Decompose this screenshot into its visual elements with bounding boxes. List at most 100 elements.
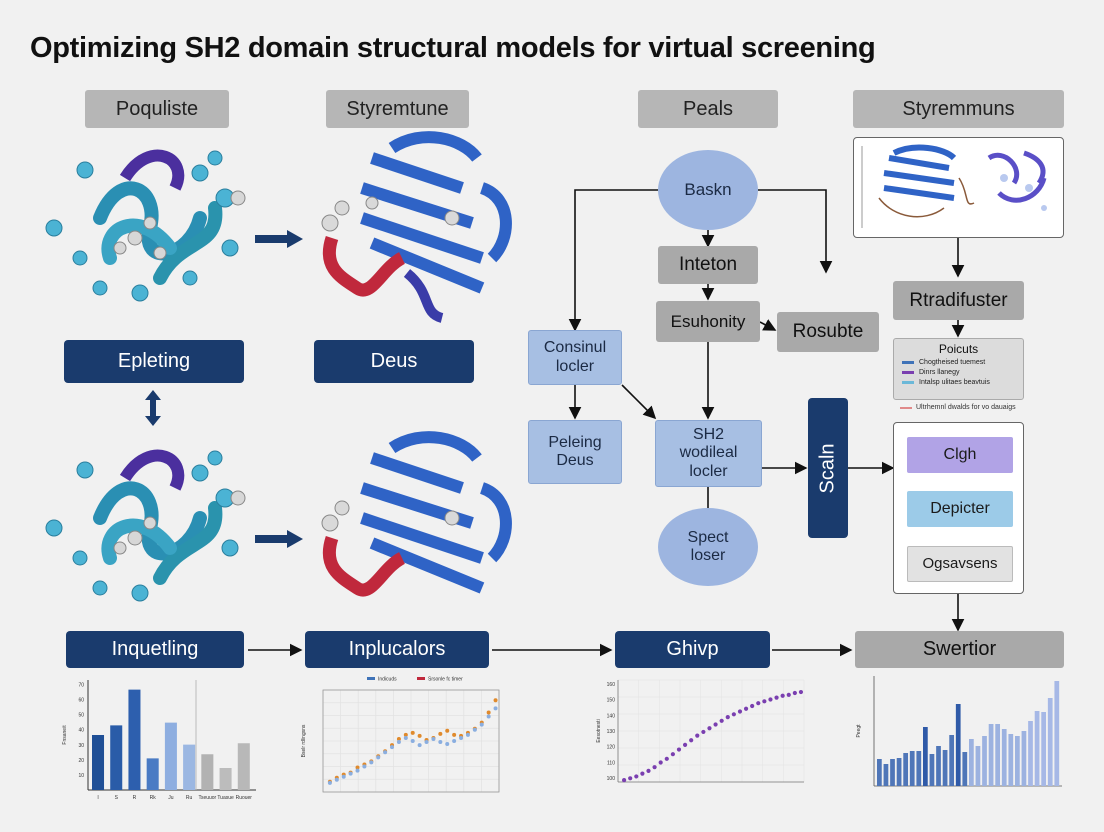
chart4-bar: [923, 727, 928, 786]
chart1-xtick: I: [97, 795, 98, 801]
chart4-bar: [955, 704, 961, 786]
rosubte-node: Rosubte: [777, 312, 879, 352]
protein-structure-top-left: [45, 149, 246, 302]
chart3-point: [652, 765, 657, 770]
chart4-bar: [877, 759, 882, 786]
chart4-bar: [890, 759, 895, 786]
chart4-bar: [916, 751, 922, 786]
chart2-point: [452, 739, 457, 743]
peleing-line-2: Deus: [556, 452, 594, 469]
chart4-bar: [1034, 711, 1040, 786]
chart4-bar: [929, 754, 935, 786]
chart3-point: [768, 697, 773, 702]
chart1-xtick: Ruouer: [236, 795, 253, 801]
chart3-point: [750, 703, 755, 709]
baskn-node: Baskn: [658, 150, 758, 230]
legend-swatch-blue: [902, 361, 914, 364]
chart2-point: [403, 735, 408, 740]
chart2-point: [383, 750, 388, 755]
chart4-bar: [896, 758, 902, 786]
structure-comparison-panel: [853, 137, 1064, 238]
chart3-point: [707, 726, 712, 731]
chart1-xtick: Ju: [168, 795, 174, 801]
chart4-bar: [1041, 712, 1047, 786]
chart2-point: [472, 727, 477, 732]
chart3-point: [774, 695, 779, 700]
chart2-point: [417, 733, 422, 738]
chart4-bar: [909, 751, 915, 786]
chart2-point: [486, 710, 491, 715]
swertior-box: Swertior: [855, 631, 1064, 668]
chart2-point: [438, 731, 443, 736]
chart2-point: [376, 755, 381, 760]
chart4-bar: [1047, 698, 1053, 786]
chart3-point: [725, 714, 730, 720]
chart4-bar: [975, 746, 981, 786]
chart1-bar: [164, 722, 177, 790]
chart3-point: [689, 738, 694, 743]
chart1-bar: [237, 743, 250, 790]
protein-structure-bottom-left: [45, 449, 246, 602]
legend-item-1-label: Chogtheised tuemest: [919, 359, 986, 366]
chart3-point: [676, 747, 682, 752]
header-peals: Peals: [638, 90, 778, 128]
chart3-ytick: 100: [607, 776, 616, 782]
structure-comparison-image: [861, 144, 1047, 228]
chart3-ytick: 120: [607, 745, 616, 751]
chart2-point: [348, 771, 353, 776]
chart2-legend-swatch-1: [367, 677, 375, 680]
chart2-point: [493, 706, 498, 711]
chart4-bar: [1021, 731, 1027, 786]
legend-footer-label: Ultrhemnl dwalds for vo dauaigs: [916, 404, 1016, 411]
chart2-point: [396, 736, 401, 741]
chart1-bar: [183, 744, 196, 790]
chart3-point: [640, 771, 645, 776]
chart4-ylabel: Peegt: [856, 724, 862, 738]
legend-footer: Ultrhemnl dwalds for vo dauaigs: [900, 404, 1016, 411]
chart2-point: [438, 740, 443, 745]
scaln-label: Scaln: [816, 442, 839, 494]
chart2-legend-swatch-2: [417, 677, 425, 680]
chart3-point: [786, 692, 791, 697]
chart2-point: [431, 736, 436, 741]
chart4-bar: [1001, 729, 1007, 786]
legend-item-3: Intalsp ulitaes beavtuis: [902, 379, 1015, 386]
chart3-ytick: 160: [607, 682, 616, 688]
chart1-bar: [201, 754, 214, 790]
chart3-point: [670, 752, 675, 757]
protein-structure-bottom-middle: [321, 431, 512, 597]
bidirectional-arrow: [143, 390, 163, 426]
chart3-point: [719, 718, 724, 723]
chart3-ytick: 140: [607, 713, 616, 719]
chart1-xtick: S: [115, 795, 119, 801]
chart1-xtick: R: [133, 795, 137, 801]
chart3-point: [695, 733, 700, 738]
chart4-bar: [995, 724, 1001, 786]
chart1-bar: [128, 689, 141, 790]
peleing-node: Peleing Deus: [528, 420, 622, 484]
chart3-point: [731, 712, 736, 717]
depicter-item: Depicter: [907, 491, 1013, 527]
chart4-bar: [1015, 736, 1020, 786]
chart3-point: [621, 778, 627, 783]
peleing-line-1: Peleing: [548, 433, 602, 451]
legend-footer-swatch: [900, 406, 912, 409]
chart2-point: [362, 764, 367, 769]
chart1-xtick: Tseuuor: [198, 795, 216, 801]
bar-chart-4: Peegt: [856, 676, 1062, 787]
chart3-point: [713, 722, 718, 727]
consinul-line-1: Consinul: [543, 339, 607, 357]
chart4-bar: [903, 753, 909, 786]
chart1-ytick: 40: [78, 728, 84, 734]
chart1-bar: [146, 758, 159, 790]
chart1-ytick: 20: [78, 758, 84, 764]
chart2-point: [355, 765, 360, 770]
chart2-point: [493, 698, 498, 703]
consinul-line-2: locler: [555, 357, 595, 375]
chart1-ytick: 70: [78, 683, 84, 689]
chart1-ytick: 60: [78, 698, 84, 704]
chart2-legend-1: Indicuds: [378, 677, 397, 683]
